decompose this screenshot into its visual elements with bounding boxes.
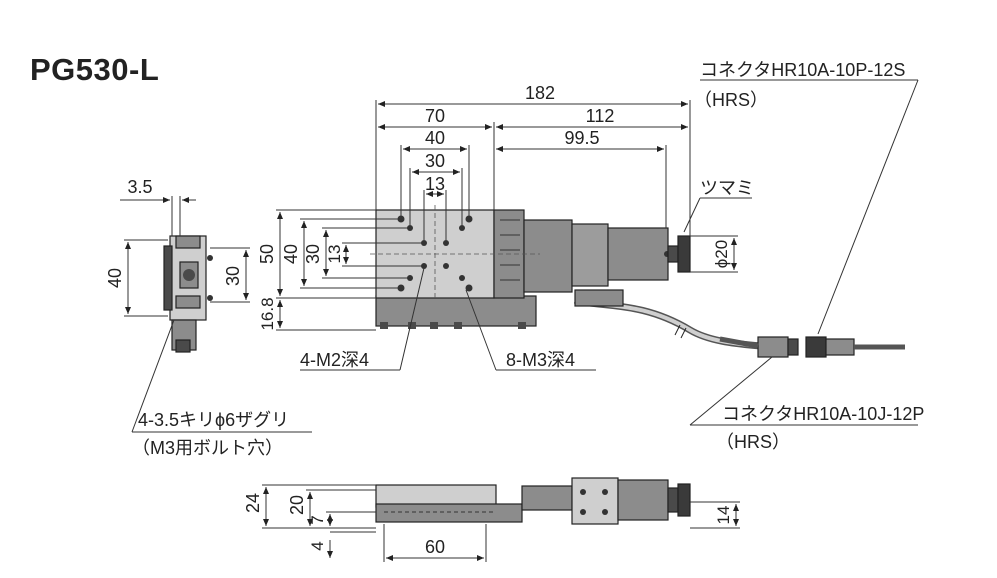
label-tap-m2: 4-M2深4 [300,350,369,370]
motor-body [607,227,669,281]
dim-30-left: 30 [303,244,323,264]
label-connector-top-maker: （HRS） [694,90,768,110]
front-view: 24 20 7 4 60 14 [243,477,740,562]
left-vertical-dimensions: 50 16.8 40 30 13 [257,209,422,331]
label-connector-top: コネクタHR10A-10P-12S [700,60,905,80]
dim-side-30: 30 [223,266,243,286]
label-counterbore-note: （M3用ボルト穴） [132,438,283,458]
label-connector-bottom: コネクタHR10A-10J-12P [722,404,924,424]
connector-callouts: コネクタHR10A-10P-12S （HRS） コネクタHR10A-10J-12… [689,60,924,452]
dim-bottom-14: 14 [714,506,733,525]
dim-bottom-60: 60 [425,537,445,557]
motor-housing [523,219,573,293]
tap-callouts: 4-M2深4 8-M3深4 [300,267,596,371]
dim-bottom-4: 4 [308,541,327,550]
label-connector-bottom-maker: （HRS） [716,432,790,452]
label-knob: ツマミ [700,178,754,198]
dim-16-8: 16.8 [258,297,277,330]
dim-182: 182 [525,83,555,103]
knob [677,235,691,273]
dim-3-5: 3.5 [127,177,152,197]
dim-99-5: 99.5 [564,128,599,148]
dim-30-top: 30 [425,151,445,171]
dim-13-left: 13 [325,245,344,264]
stage-top-view [375,209,905,358]
dim-70: 70 [425,106,445,126]
mounting-holes [397,215,473,292]
dim-40-left: 40 [281,244,301,264]
dim-112: 112 [586,106,615,126]
dim-50: 50 [257,244,277,264]
connector-plug [757,336,789,358]
side-view: 3.5 40 30 4-3.5キリϕ6ザグリ （M3用ボルト穴） [105,177,312,458]
dim-bottom-24: 24 [243,493,263,513]
model-title: PG530-L [30,52,160,87]
dim-bottom-20: 20 [287,495,307,515]
base-plate [375,295,537,327]
dim-40-top: 40 [425,128,445,148]
connector-receptacle [805,336,827,358]
label-tap-m3: 8-M3深4 [506,350,575,370]
top-dimensions: 182 70 112 99.5 40 30 13 [375,83,691,240]
dim-knob-dia: ϕ20 [712,240,731,268]
knob-dimension: ϕ20 ツマミ [683,178,754,273]
dim-bottom-7: 7 [308,515,327,524]
label-counterbore: 4-3.5キリϕ6ザグリ [138,410,289,430]
dim-side-40: 40 [105,268,125,288]
dim-13-top: 13 [425,174,445,194]
